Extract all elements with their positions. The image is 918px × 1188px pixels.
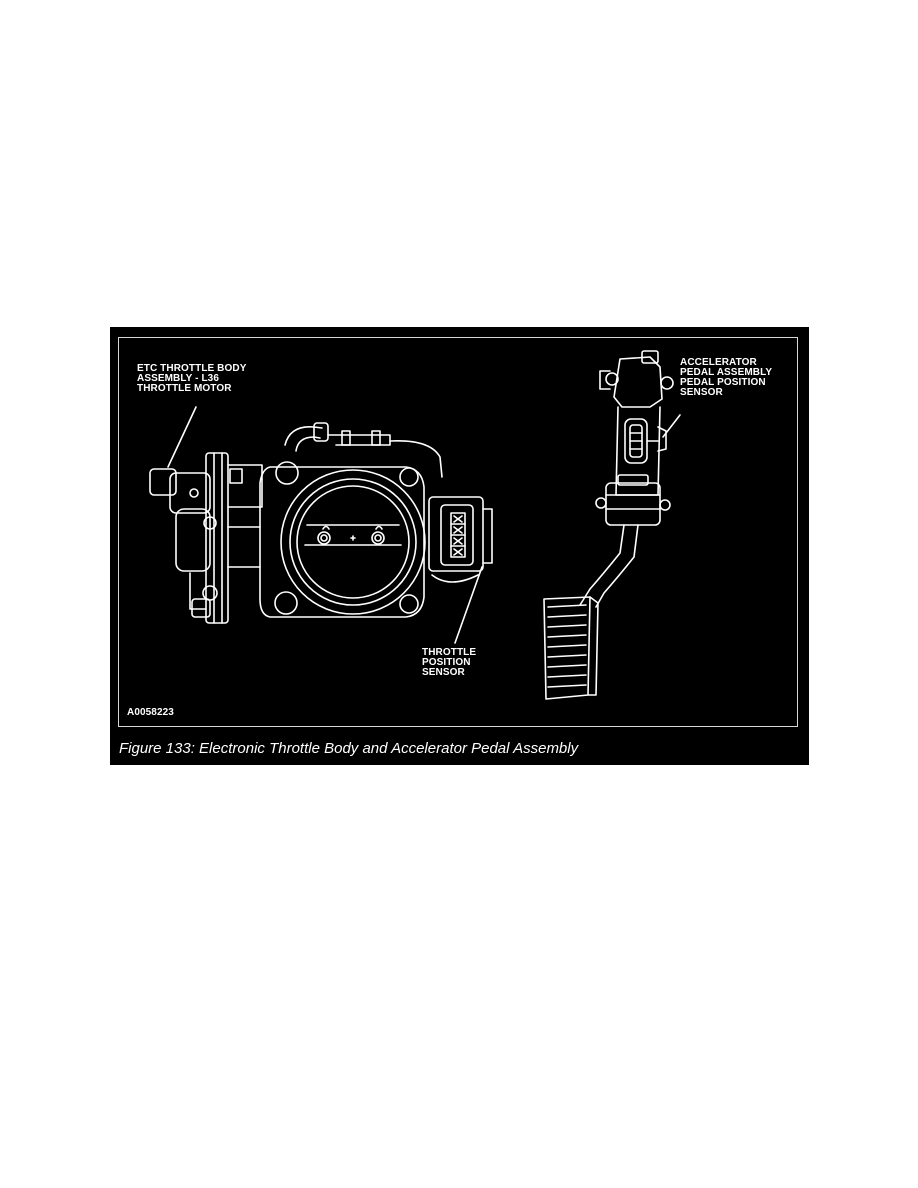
leader-throttle-motor <box>167 406 197 468</box>
leader-pedal-sensor <box>662 414 681 438</box>
figure-133: ETC THROTTLE BODY ASSEMBLY - L36 THROTTL… <box>110 327 809 765</box>
throttle-motor-label: ETC THROTTLE BODY ASSEMBLY - L36 THROTTL… <box>137 363 247 394</box>
figure-frame <box>118 337 798 727</box>
figure-caption: Figure 133: Electronic Throttle Body and… <box>119 740 579 757</box>
accelerator-pedal-drawing <box>543 350 674 700</box>
figure-id-label: A0058223 <box>127 707 174 718</box>
throttle-position-sensor-label: THROTTLE POSITION SENSOR <box>422 647 477 678</box>
leader-throttle-sensor <box>454 566 483 644</box>
throttle-body-drawing <box>149 422 493 624</box>
throttle-pedal-illustration <box>149 350 681 700</box>
pedal-position-sensor-label: ACCELERATOR PEDAL ASSEMBLY PEDAL POSITIO… <box>680 357 773 398</box>
